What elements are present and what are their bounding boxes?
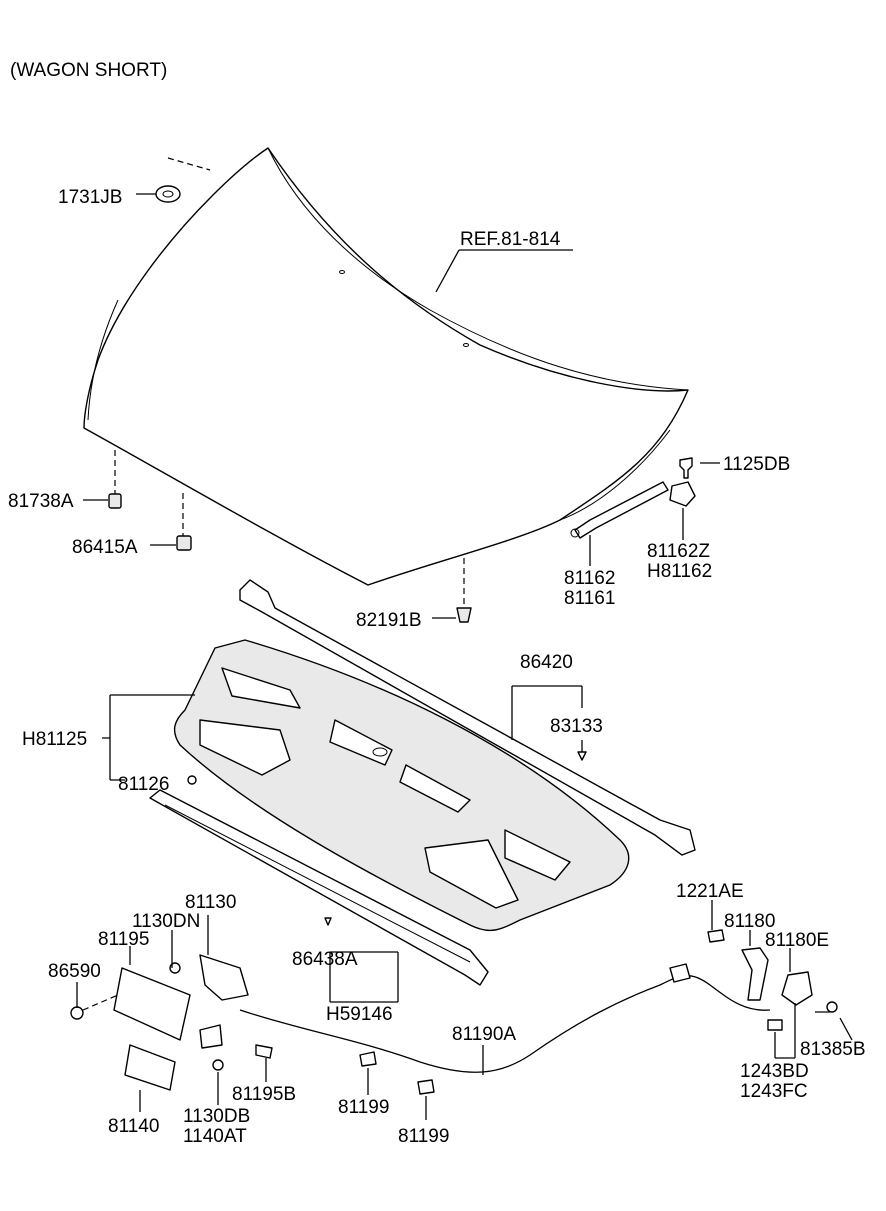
variant-label: (WAGON SHORT) [10, 60, 167, 81]
label-81126: 81126 [118, 774, 169, 795]
hood-latch-assembly [70, 954, 273, 1091]
hood-seal-lower [149, 789, 489, 986]
label-81199-b: 81199 [398, 1126, 449, 1147]
label-81738a: 81738A [8, 491, 74, 512]
label-81180: 81180 [724, 911, 775, 932]
leader-lines [76, 193, 853, 1120]
clip-81126 [187, 775, 197, 785]
cable-clip-1 [359, 1051, 377, 1067]
label-81385b: 81385B [800, 1039, 866, 1060]
label-81180e: 81180E [765, 930, 829, 951]
label-h81162: H81162 [647, 561, 712, 582]
strut-bracket [669, 481, 696, 507]
label-81199-a: 81199 [338, 1097, 389, 1118]
label-81140: 81140 [108, 1116, 159, 1137]
hood-panel [83, 147, 689, 586]
reference-label: REF.81-814 [460, 229, 561, 250]
hood-release-cable [239, 974, 771, 1073]
hood-insulator-pad [173, 639, 630, 932]
label-81195b: 81195B [232, 1084, 296, 1105]
label-1243fc: 1243FC [740, 1081, 808, 1102]
label-h81125: H81125 [22, 729, 87, 750]
label-86420: 86420 [520, 652, 573, 673]
label-1140at: 1140AT [183, 1126, 247, 1147]
label-h59146: H59146 [326, 1004, 393, 1025]
label-1731jb: 1731JB [58, 187, 122, 208]
clip-86438a [324, 917, 332, 926]
label-81130: 81130 [185, 892, 236, 913]
label-86590: 86590 [48, 961, 101, 982]
washer-guide-line [167, 157, 211, 171]
label-86415a: 86415A [72, 537, 138, 558]
bolt-1125db [679, 457, 693, 479]
hood-lift-strut [570, 481, 669, 539]
bumper-82191b [456, 607, 472, 623]
label-1125db: 1125DB [723, 454, 790, 475]
label-81161: 81161 [564, 588, 615, 609]
label-1221ae: 1221AE [676, 881, 744, 902]
label-1130dn: 1130DN [132, 911, 200, 932]
latch-guide-line [82, 994, 119, 1011]
label-81190a: 81190A [452, 1024, 516, 1045]
label-81162: 81162 [564, 568, 615, 589]
cable-grommet [669, 963, 691, 983]
hood-release-handle [707, 929, 838, 1031]
bumper-81738a [108, 493, 122, 509]
part-labels: (WAGON SHORT) REF.81-814 1731JB 1125DB 8… [8, 60, 866, 1147]
label-81162z: 81162Z [647, 541, 710, 562]
cable-clip-2 [417, 1079, 435, 1095]
hood-seal-upper [239, 579, 696, 856]
washer-1731jb [155, 185, 181, 203]
clip-83133 [577, 751, 587, 761]
label-82191b: 82191B [356, 610, 422, 631]
label-81195: 81195 [98, 929, 149, 950]
label-1130db: 1130DB [183, 1106, 250, 1127]
label-1243bd: 1243BD [740, 1061, 809, 1082]
bumper-86415a [176, 535, 192, 551]
label-83133: 83133 [550, 716, 603, 737]
label-86438a: 86438A [292, 949, 358, 970]
